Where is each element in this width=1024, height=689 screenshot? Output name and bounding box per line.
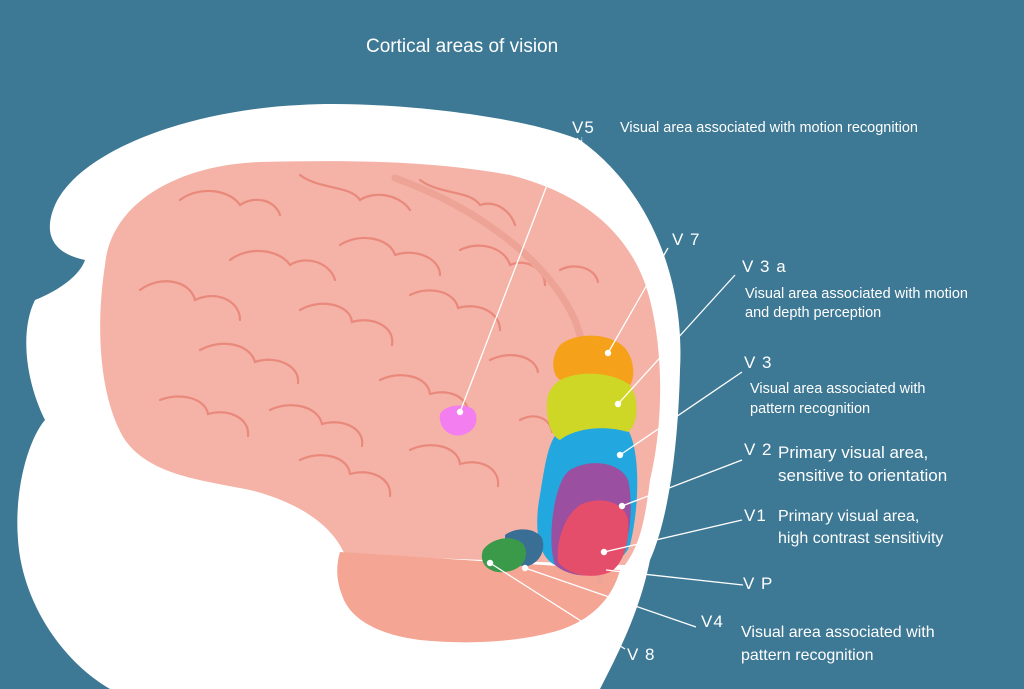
area-v3 <box>546 372 637 440</box>
label-v4-code: V4 <box>701 612 724 631</box>
area-v1 <box>557 500 629 576</box>
label-v3a-code: V 3 a <box>742 257 787 276</box>
leader-lines <box>459 145 744 650</box>
label-v3-desc-2: pattern recognition <box>750 401 871 417</box>
label-v2-desc-1: Primary visual area, <box>778 443 929 462</box>
label-v3-desc-1: Visual area associated with <box>750 381 926 397</box>
label-v7-code: V 7 <box>672 230 701 249</box>
label-v3a-desc-1: Visual area associated with motion <box>745 286 968 302</box>
area-v7 <box>553 335 634 385</box>
label-vp-code: V P <box>743 574 774 593</box>
label-v3-code: V 3 <box>744 353 773 372</box>
label-v4-desc-2: pattern recognition <box>741 647 874 664</box>
label-v1-desc-1: Primary visual area, <box>778 508 920 525</box>
label-v2-desc-2: sensitive to orientation <box>778 466 948 485</box>
label-v1-desc-2: high contrast sensitivity <box>778 530 944 547</box>
brain-cerebellum <box>337 552 620 643</box>
label-v2-code: V 2 <box>744 440 773 459</box>
brain-gyri <box>138 173 600 498</box>
label-v5-code: V5 <box>572 118 595 137</box>
label-v8-code: V 8 <box>627 645 656 664</box>
label-v5-desc: Visual area associated with motion recog… <box>620 120 918 136</box>
label-v1-code: V1 <box>744 506 767 525</box>
leader-dots <box>456 349 626 572</box>
label-v4-desc-1: Visual area associated with <box>741 624 935 641</box>
area-v5 <box>439 405 477 436</box>
diagram-title: Cortical areas of vision <box>366 36 559 57</box>
label-v5-sub: Ai <box>574 137 583 148</box>
label-v3a-desc-2: and depth perception <box>745 305 882 321</box>
